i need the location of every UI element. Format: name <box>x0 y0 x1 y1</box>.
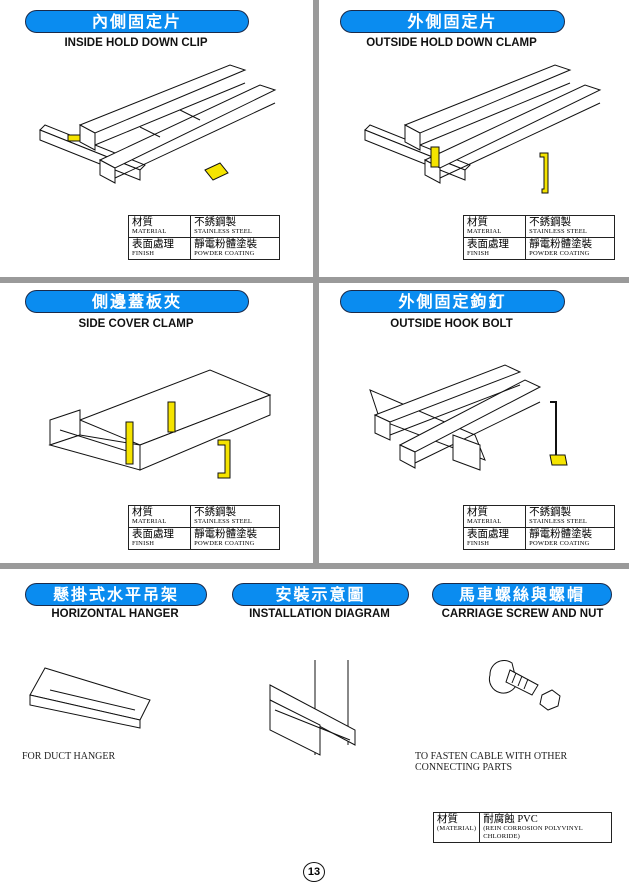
material-label: 材質 <box>467 507 488 518</box>
material-value-en: STAINLESS STEEL <box>194 228 253 235</box>
finish-value: 靜電粉體塗裝 <box>529 529 593 540</box>
inside-clip-drawing <box>39 64 277 184</box>
spec-table-carriage-screw: 材質(MATERIAL) 耐腐蝕 PVC(REIN CORROSION POLY… <box>432 812 612 843</box>
material-value: 耐腐蝕 PVC <box>483 814 538 825</box>
material-value-en: STAINLESS STEEL <box>529 228 588 235</box>
subtitle-inside-hold-down-clip: INSIDE HOLD DOWN CLIP <box>64 37 208 49</box>
title-outside-hook-bolt: 外側固定鉤釘 <box>340 290 565 313</box>
finish-label: 表面處理 <box>132 529 174 540</box>
finish-label: 表面處理 <box>467 239 509 250</box>
note-fasten-cable: TO FASTEN CABLE WITH OTHER CONNECTING PA… <box>415 751 568 773</box>
title-side-cover-clamp: 側邊蓋板夾 <box>25 290 249 313</box>
material-label-en: (MATERIAL) <box>437 825 477 832</box>
carriage-screw-drawing <box>488 660 561 711</box>
material-value: 不銹鋼製 <box>529 507 572 518</box>
finish-value: 靜電粉體塗裝 <box>529 239 593 250</box>
title-carriage-screw-and-nut: 馬車螺絲與螺帽 <box>432 583 612 606</box>
subtitle-installation-diagram: INSTALLATION DIAGRAM <box>249 608 390 620</box>
outside-clamp-drawing <box>364 64 602 194</box>
subtitle-horizontal-hanger: HORIZONTAL HANGER <box>51 608 179 620</box>
finish-value-en: POWDER COATING <box>194 540 255 547</box>
material-label-en: MATERIAL <box>467 228 502 235</box>
title-outside-hold-down-clamp: 外側固定片 <box>340 10 565 33</box>
title-horizontal-hanger: 懸掛式水平吊架 <box>25 583 207 606</box>
material-value-en: (REIN CORROSION POLYVINYL CHLORIDE) <box>483 825 583 840</box>
subtitle-outside-hold-down-clamp: OUTSIDE HOLD DOWN CLAMP <box>366 37 537 49</box>
installation-diagram-drawing <box>269 660 356 756</box>
finish-value: 靜電粉體塗裝 <box>194 239 258 250</box>
finish-value-en: POWDER COATING <box>194 250 255 257</box>
horizontal-hanger-drawing <box>29 667 151 729</box>
title-inside-hold-down-clip: 內側固定片 <box>25 10 249 33</box>
finish-value-en: POWDER COATING <box>529 540 590 547</box>
finish-label-en: FINISH <box>467 250 490 257</box>
page-number: 13 <box>303 862 325 882</box>
material-label: 材質 <box>132 217 153 228</box>
divider-horizontal-1 <box>0 277 629 283</box>
subtitle-carriage-screw-and-nut: CARRIAGE SCREW AND NUT <box>441 608 604 620</box>
hook-bolt-drawing <box>369 364 568 471</box>
material-label-en: MATERIAL <box>132 518 167 525</box>
finish-value-en: POWDER COATING <box>529 250 590 257</box>
side-cover-clamp-drawing <box>48 369 272 479</box>
divider-vertical-middle <box>313 283 319 563</box>
finish-label: 表面處理 <box>467 529 509 540</box>
title-installation-diagram: 安裝示意圖 <box>232 583 409 606</box>
material-value: 不銹鋼製 <box>194 217 237 228</box>
material-value: 不銹鋼製 <box>529 217 572 228</box>
material-label: 材質 <box>437 814 458 825</box>
material-value: 不銹鋼製 <box>194 507 237 518</box>
subtitle-side-cover-clamp: SIDE COVER CLAMP <box>78 318 194 330</box>
finish-label-en: FINISH <box>132 250 155 257</box>
subtitle-outside-hook-bolt: OUTSIDE HOOK BOLT <box>390 318 513 330</box>
divider-horizontal-2 <box>0 563 629 569</box>
note-duct-hanger: FOR DUCT HANGER <box>22 751 116 762</box>
material-value-en: STAINLESS STEEL <box>529 518 588 525</box>
finish-label: 表面處理 <box>132 239 174 250</box>
material-label: 材質 <box>467 217 488 228</box>
material-value-en: STAINLESS STEEL <box>194 518 253 525</box>
divider-vertical-top <box>313 0 319 277</box>
material-label-en: MATERIAL <box>467 518 502 525</box>
finish-value: 靜電粉體塗裝 <box>194 529 258 540</box>
finish-label-en: FINISH <box>467 540 490 547</box>
finish-label-en: FINISH <box>132 540 155 547</box>
material-label-en: MATERIAL <box>132 228 167 235</box>
material-label: 材質 <box>132 507 153 518</box>
